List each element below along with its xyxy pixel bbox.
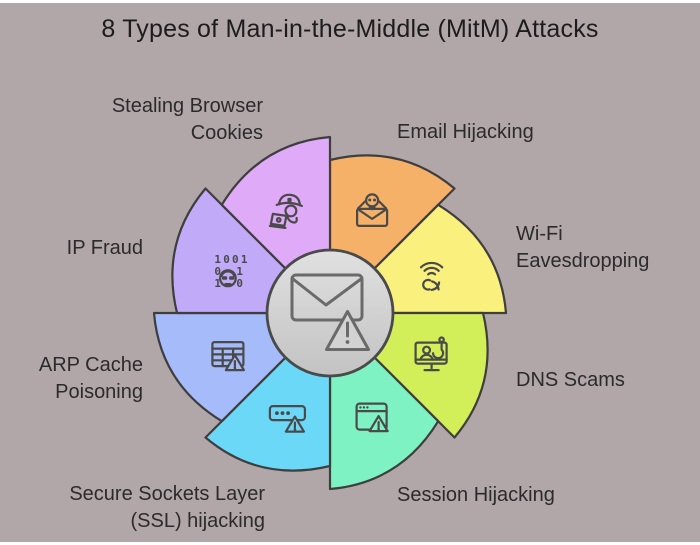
hub-circle	[265, 248, 395, 378]
label-ssl-hijacking: Secure Sockets Layer (SSL) hijacking	[69, 483, 265, 532]
wheel-hub	[265, 248, 395, 378]
label-email-hijacking: Email Hijacking	[397, 121, 534, 143]
page-title: 8 Types of Man-in-the-Middle (MitM) Atta…	[101, 15, 599, 43]
label-ip-fraud: IP Fraud	[66, 237, 143, 259]
label-dns-scams: DNS Scams	[516, 369, 625, 391]
envelope-warning-icon	[290, 273, 370, 351]
label-wifi-eavesdropping: Wi-Fi Eavesdropping	[516, 223, 650, 272]
label-stealing-browser-cookies: Stealing Browser Cookies	[111, 95, 263, 144]
label-session-hijacking: Session Hijacking	[397, 484, 555, 506]
label-arp-cache-poisoning: ARP Cache Poisoning	[38, 354, 143, 403]
